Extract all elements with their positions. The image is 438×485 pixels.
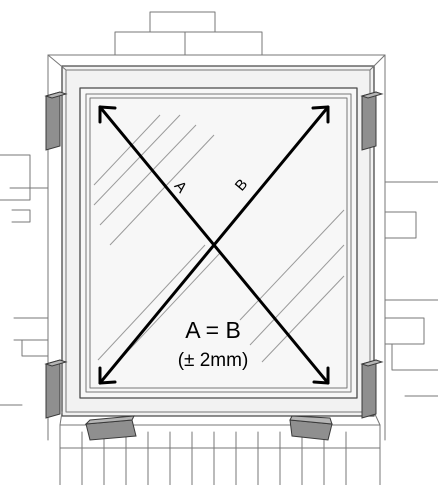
glass-reflection-hatch (93, 114, 345, 366)
packing-wedge-sill-left (84, 415, 137, 441)
window-sill-sketch (59, 411, 381, 485)
packing-wedge-top-right (360, 91, 384, 151)
packing-wedge-bottom-left (44, 359, 68, 419)
packing-wedge-top-left (44, 91, 68, 151)
equation-tolerance: (± 2mm) (178, 350, 249, 371)
packing-wedge-bottom-right (360, 359, 384, 419)
brick-wall-sketch (0, 11, 438, 441)
equation-main: A = B (185, 317, 241, 343)
packing-wedge-sill-right (289, 415, 333, 441)
diagonal-b-arrow-icon (98, 105, 330, 385)
